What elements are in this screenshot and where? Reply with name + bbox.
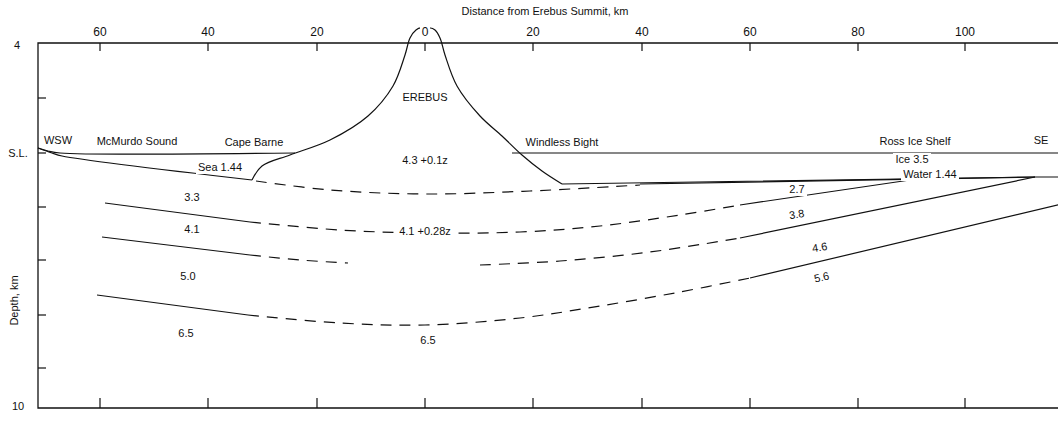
axis-tick: [207, 398, 208, 408]
axis-title: Distance from Erebus Summit, km: [460, 5, 631, 18]
axis-tick: [964, 43, 965, 51]
axis-tick: [316, 43, 317, 51]
section-label: Cape Barne: [223, 136, 286, 149]
section-label: 3.8: [786, 206, 807, 222]
section-label: 4.1 +0.28z: [397, 225, 453, 238]
axis-tick-label: 80: [849, 26, 866, 39]
axis-tick-label: 40: [633, 26, 650, 39]
layer-boundary: [750, 204, 1058, 278]
layer-boundary: [740, 177, 1035, 238]
axis-tick: [641, 43, 642, 51]
section-label: Windless Bight: [524, 136, 601, 149]
axis-tick: [641, 398, 642, 408]
axis-tick-label: 20: [524, 26, 541, 39]
section-label: 5.0: [178, 270, 197, 283]
sea-floor-line: [38, 148, 252, 180]
section-label: 4.1: [182, 223, 201, 236]
axis-tick: [38, 97, 46, 98]
section-label: 6.5: [418, 334, 437, 347]
section-label: 3.3: [182, 191, 201, 204]
axis-tick: [857, 398, 858, 408]
volcano-outline: [252, 28, 562, 184]
axis-tick: [749, 398, 750, 408]
axis-tick: [99, 43, 100, 51]
section-label: EREBUS: [400, 91, 449, 104]
axis-tick-label: S.L.: [6, 147, 30, 160]
axis-tick-label: 60: [741, 26, 758, 39]
section-label: 5.6: [811, 269, 833, 286]
axis-tick-label: 60: [91, 26, 108, 39]
layer-boundary: [740, 180, 910, 205]
axis-tick: [316, 398, 317, 408]
section-label: Sea 1.44: [196, 161, 244, 174]
ice-bottom-line: [562, 177, 1058, 184]
section-label: Water 1.44: [901, 168, 958, 181]
axis-tick: [38, 314, 46, 315]
layer-boundary-dashed: [250, 255, 348, 263]
section-label: 2.7: [787, 183, 806, 196]
axis-tick: [38, 259, 46, 260]
axis-tick: [532, 398, 533, 408]
layer-boundary-dashed: [248, 278, 750, 325]
sea-floor-line: [640, 177, 1035, 184]
axis-tick: [532, 43, 533, 51]
axis-tick: [964, 398, 965, 408]
axis-tick: [99, 398, 100, 408]
section-label: 4.3 +0.1z: [400, 154, 450, 167]
axis-tick-label: 100: [953, 26, 977, 39]
sea-surface-line: [38, 148, 295, 154]
layer-boundary: [102, 237, 250, 255]
section-label: 4.6: [809, 239, 830, 255]
axis-tick-label: 0: [420, 26, 431, 39]
axis-tick: [857, 43, 858, 51]
section-label: SE: [1032, 134, 1051, 147]
axis-tick: [424, 398, 425, 408]
axis-title: Depth, km: [8, 273, 21, 327]
plot-frame: [38, 43, 1058, 408]
axis-tick-label: 40: [199, 26, 216, 39]
section-label: 6.5: [176, 327, 195, 340]
axis-tick: [424, 43, 425, 51]
axis-tick: [38, 367, 46, 368]
section-label: WSW: [42, 134, 74, 147]
layer-boundary-dashed: [480, 238, 740, 265]
ice-top-line: [512, 152, 1058, 153]
layer-boundary: [97, 295, 248, 315]
section-label: Ross Ice Shelf: [878, 135, 953, 148]
axis-tick: [38, 152, 46, 153]
axis-tick-label: 4: [12, 39, 22, 52]
axis-tick: [749, 43, 750, 51]
axis-tick: [207, 43, 208, 51]
axis-tick-label: 10: [10, 400, 26, 413]
axis-tick: [38, 206, 46, 207]
section-label: McMurdo Sound: [95, 135, 180, 148]
layer-boundary: [105, 203, 250, 222]
layer-boundary-dashed: [256, 181, 640, 194]
section-label: Ice 3.5: [893, 153, 930, 166]
layer-boundary-dashed: [250, 205, 740, 233]
axis-tick-label: 20: [308, 26, 325, 39]
